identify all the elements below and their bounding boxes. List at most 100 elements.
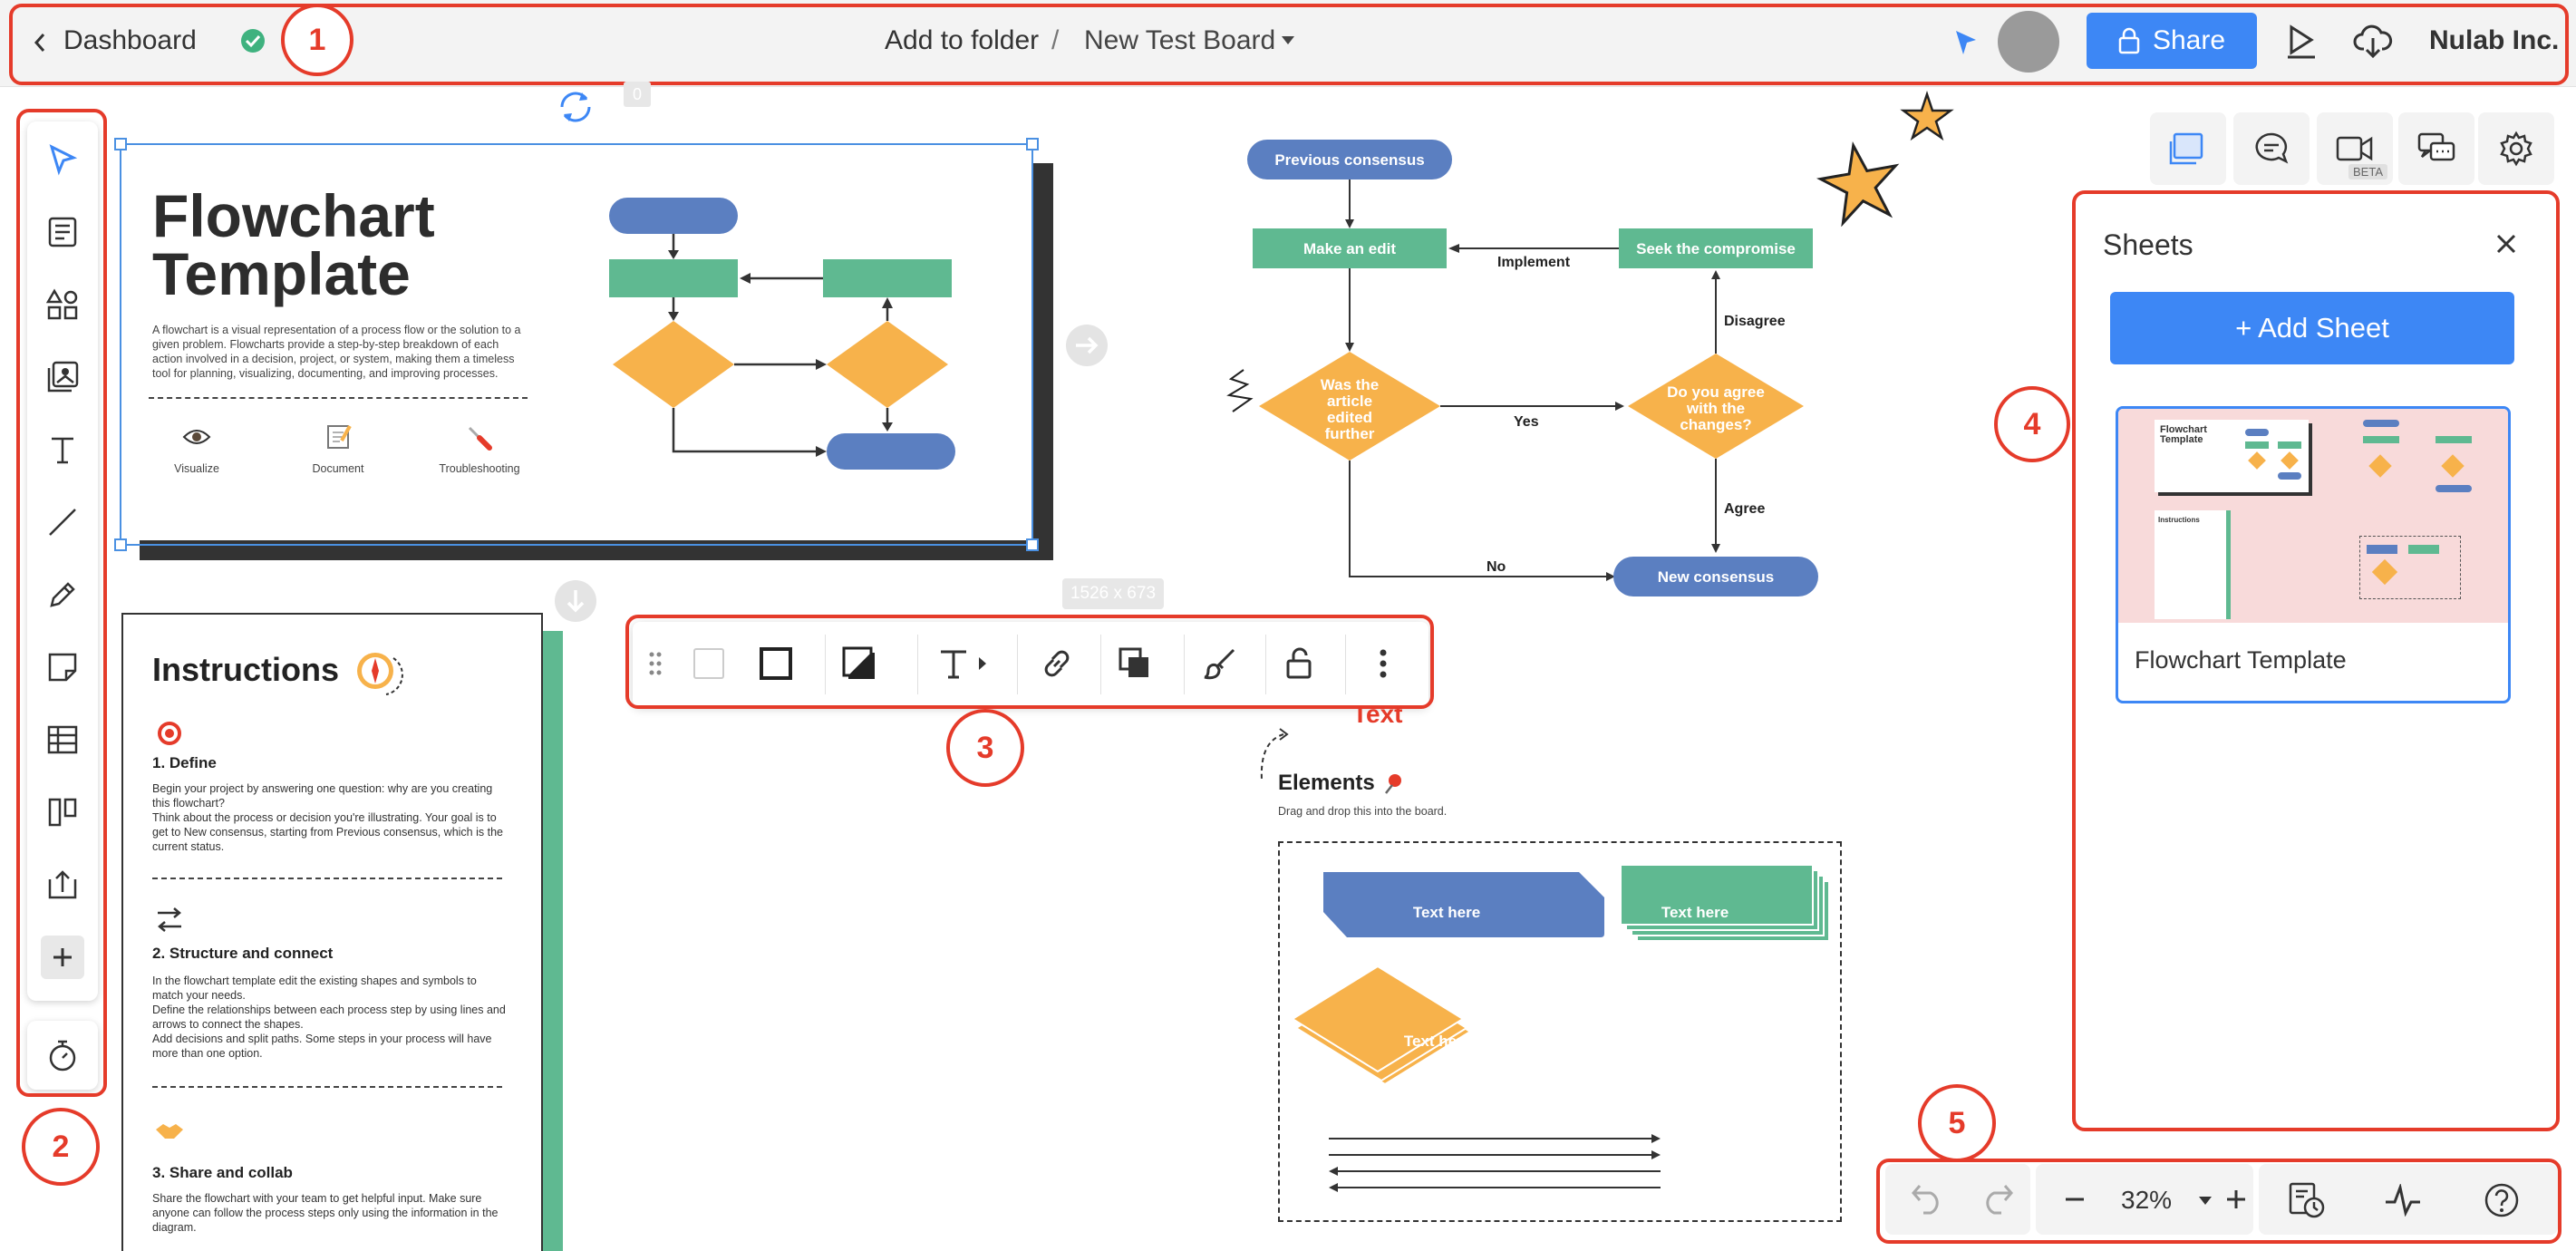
top-bar: Dashboard Add to folder / New Test Board… — [0, 0, 2576, 87]
rotate-icon[interactable] — [555, 87, 596, 131]
element-orange-diamond[interactable] — [1291, 965, 1465, 1073]
text-format-button[interactable] — [932, 642, 1001, 685]
node-make-an-edit[interactable] — [1253, 228, 1447, 268]
timer-button[interactable] — [27, 1021, 98, 1090]
node-new-consensus[interactable] — [1613, 557, 1818, 596]
thumb-instructions: Instructions — [2158, 516, 2200, 524]
style-brush-button[interactable] — [1198, 642, 1242, 685]
comments-button[interactable] — [2233, 112, 2310, 185]
activity-pulse-icon[interactable] — [2384, 1182, 2422, 1221]
edge-label-yes: Yes — [1514, 414, 1539, 430]
more-options-button[interactable] — [1361, 642, 1405, 685]
caret-down-icon[interactable] — [1280, 34, 1296, 52]
link-icon — [1044, 650, 1070, 677]
resize-handle[interactable] — [1026, 138, 1039, 150]
sheets-toggle-button[interactable] — [2150, 112, 2226, 185]
drag-handle[interactable] — [642, 642, 669, 685]
node-was-edited-label-2: article — [1327, 393, 1372, 410]
selection-frame — [114, 138, 1039, 551]
plus-icon — [53, 948, 72, 966]
upload-icon — [48, 870, 77, 899]
video-call-button[interactable]: BETA — [2317, 112, 2393, 185]
shapes-tool[interactable] — [41, 283, 84, 326]
node-seek-compromise[interactable] — [1619, 228, 1813, 268]
dashboard-link[interactable]: Dashboard — [63, 25, 197, 55]
resize-handle[interactable] — [1026, 538, 1039, 551]
annotation-box-5 — [1876, 1159, 2561, 1244]
chat-button[interactable] — [2398, 112, 2474, 185]
text-tool[interactable] — [41, 428, 84, 471]
annotation-number-3: 3 — [946, 709, 1024, 787]
version-history-icon[interactable] — [2288, 1180, 2326, 1225]
kanban-icon — [48, 798, 77, 827]
resize-handle[interactable] — [114, 138, 127, 150]
instructions-card[interactable] — [121, 613, 543, 1251]
arrange-button[interactable] — [1113, 642, 1157, 685]
share-button[interactable]: Share — [2087, 13, 2257, 69]
chevron-left-icon[interactable] — [31, 27, 49, 63]
sheet-thumbnail-card[interactable]: Flowchart Template Instructions Flowchar… — [2116, 406, 2511, 703]
node-was-edited[interactable] — [1259, 352, 1440, 461]
sheet-name[interactable]: Flowchart Template — [2135, 646, 2347, 674]
instruction-body-2: In the flowchart template edit the exist… — [152, 975, 506, 1060]
upload-tool[interactable] — [41, 863, 84, 907]
fill-color-button[interactable] — [687, 642, 731, 685]
elements-drop-area[interactable] — [1278, 841, 1842, 1222]
line-tool[interactable] — [41, 500, 84, 544]
elements-title: Elements — [1278, 771, 1375, 795]
left-toolbar — [27, 121, 98, 1001]
select-tool[interactable] — [41, 138, 84, 181]
sheets-icon — [2169, 132, 2203, 165]
zoom-level[interactable]: 32% — [2121, 1186, 2173, 1214]
help-icon[interactable] — [2484, 1182, 2520, 1223]
zoom-out-icon[interactable] — [2063, 1188, 2087, 1216]
avatar[interactable] — [1998, 11, 2059, 73]
image-tool[interactable] — [41, 355, 84, 399]
pen-tool[interactable] — [41, 573, 84, 616]
cloud-download-icon[interactable] — [2353, 24, 2393, 64]
template-tool[interactable] — [41, 210, 84, 254]
border-button[interactable] — [754, 642, 798, 685]
org-name[interactable]: Nulab Inc. — [2429, 25, 2560, 55]
star-doodle-icon — [1816, 140, 1903, 231]
node-agree-label-3: changes? — [1680, 416, 1751, 433]
top-badge: 0 — [624, 82, 651, 107]
arrow-down-circle-icon[interactable] — [553, 578, 598, 628]
sticky-note-tool[interactable] — [41, 645, 84, 689]
redo-icon[interactable] — [1980, 1182, 2014, 1219]
edge-label-no: No — [1487, 559, 1506, 575]
table-tool[interactable] — [41, 718, 84, 761]
element-blue-shape-label: Text here — [1413, 904, 1480, 921]
present-play-icon[interactable] — [2284, 24, 2319, 64]
settings-button[interactable] — [2478, 112, 2554, 185]
screwdriver-icon — [466, 424, 493, 456]
cursor-arrow-icon — [49, 144, 78, 176]
node-previous-consensus[interactable] — [1247, 140, 1452, 179]
resize-handle[interactable] — [114, 538, 127, 551]
zoom-caret-down-icon[interactable] — [2197, 1195, 2213, 1212]
element-green-stack[interactable] — [1620, 864, 1814, 926]
arrow-right-circle-icon[interactable] — [1064, 323, 1109, 373]
drag-dots-icon — [649, 652, 662, 675]
instruction-body-1: Begin your project by answering one ques… — [152, 782, 503, 853]
instructions-accent-bar — [543, 631, 563, 1251]
undo-icon[interactable] — [1911, 1182, 1945, 1219]
shadow-button[interactable] — [838, 642, 881, 685]
instruction-heading-3: 3. Share and collab — [152, 1164, 293, 1181]
link-button[interactable] — [1035, 642, 1079, 685]
board-name[interactable]: New Test Board — [1084, 25, 1276, 55]
add-to-folder-link[interactable]: Add to folder — [885, 25, 1040, 55]
more-vertical-icon — [1380, 649, 1387, 678]
lock-button[interactable] — [1280, 642, 1323, 685]
kanban-tool[interactable] — [41, 790, 84, 834]
node-agree-question[interactable] — [1628, 354, 1804, 459]
element-blue-shape[interactable] — [1323, 872, 1604, 937]
template-title-line1: Flowchart — [152, 182, 435, 249]
table-icon — [47, 725, 78, 754]
close-icon[interactable] — [2494, 232, 2518, 260]
add-sheet-button[interactable]: + Add Sheet — [2110, 292, 2514, 364]
more-tools-button[interactable] — [41, 936, 84, 979]
toolbar-divider — [1100, 635, 1101, 694]
zoom-in-icon[interactable] — [2224, 1188, 2248, 1216]
beta-badge: BETA — [2348, 164, 2387, 179]
